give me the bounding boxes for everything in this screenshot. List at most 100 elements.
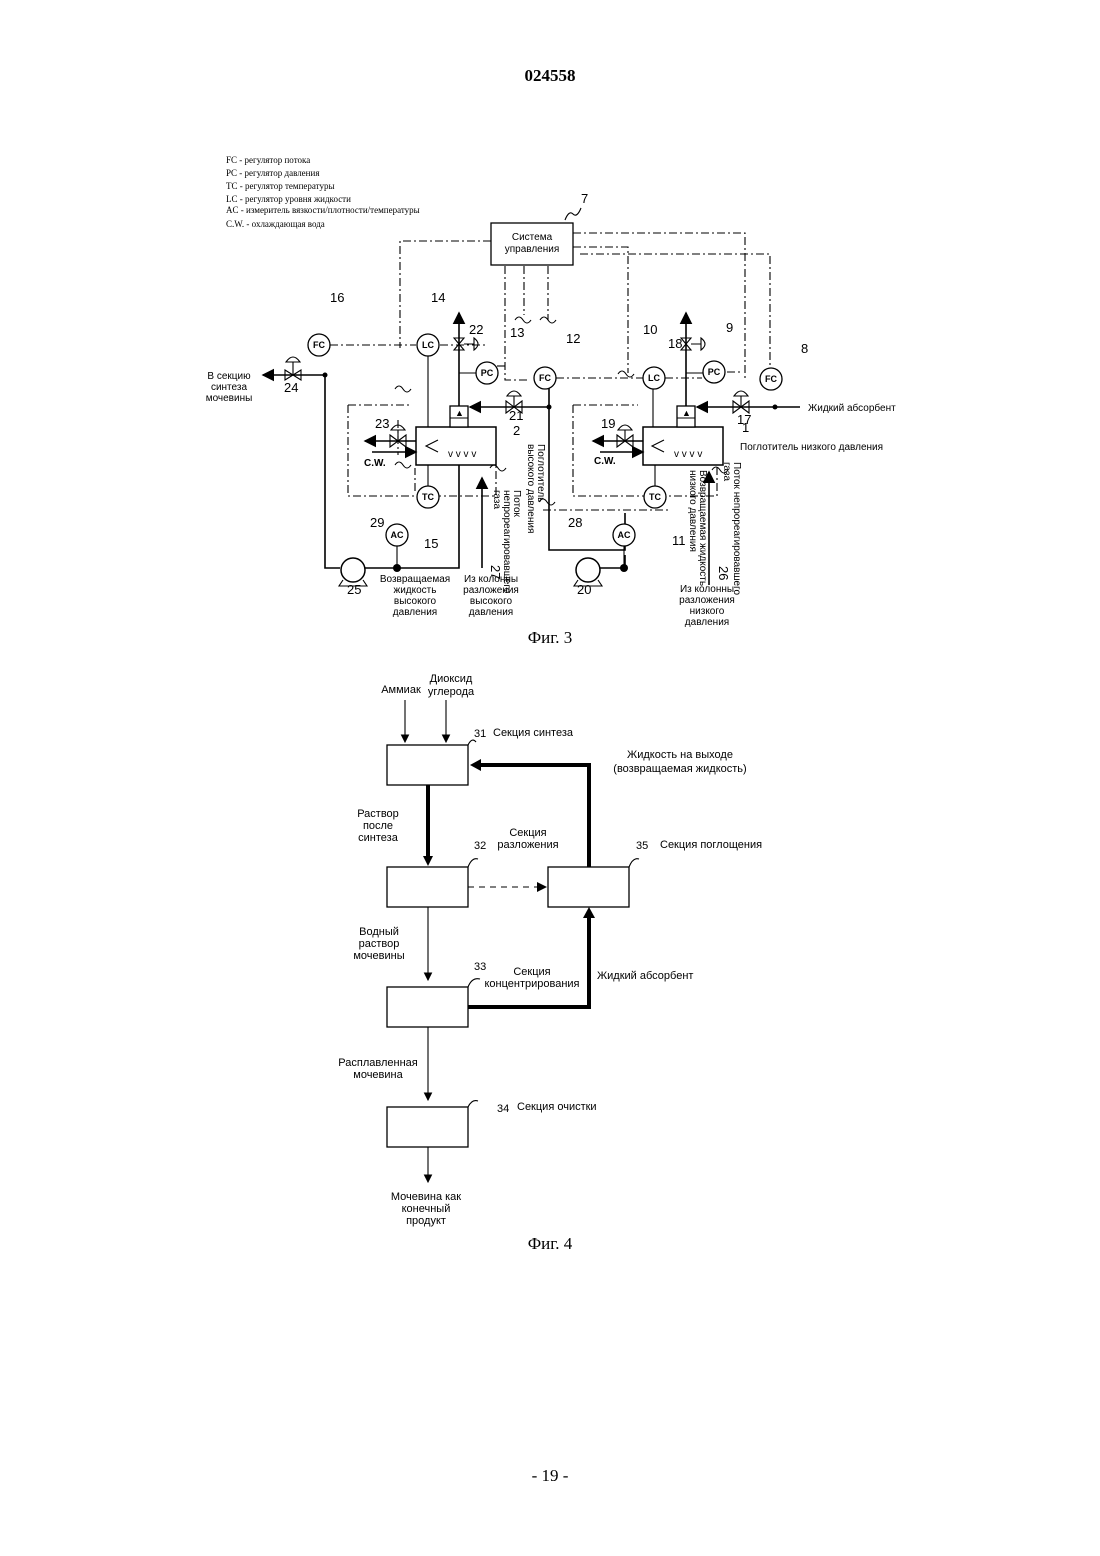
legend-item: LC - регулятор уровня жидкости (226, 194, 351, 204)
unreacted-gas-26-vertical-1: Поток непрореагировавшего (731, 462, 742, 595)
section-34-number: 34 (497, 1103, 509, 1115)
figure-3-diagram: FC - регулятор потока PC - регулятор дав… (0, 0, 1100, 640)
leader-32 (468, 859, 478, 867)
control-system-box: Система управления 7 (491, 191, 588, 265)
label-29: 29 (370, 515, 384, 530)
label-19: 19 (601, 416, 615, 431)
tc15-label: TC (422, 492, 434, 502)
label-28: 28 (568, 515, 582, 530)
input-co2-line1: Диоксид (430, 673, 473, 685)
legend-item: TC - регулятор температуры (226, 181, 335, 191)
label-21: 21 (509, 408, 523, 423)
section-35-number: 35 (636, 840, 648, 852)
from-lp-column-label-4: давления (685, 617, 729, 628)
fc12-label: FC (539, 373, 551, 383)
input-co2-line2: углерода (428, 686, 475, 698)
label-9: 9 (726, 320, 733, 335)
synthesis-box (387, 745, 468, 785)
post-synthesis-label-1: Раствор (357, 808, 399, 820)
legend: FC - регулятор потока PC - регулятор дав… (226, 155, 420, 229)
section-33-label-2: концентрирования (484, 978, 579, 990)
label-24: 24 (284, 380, 298, 395)
svg-text:▲: ▲ (455, 408, 464, 418)
lp-absorber: v v v v ▲ 1 Поглотитель низкого давления (643, 406, 883, 465)
pc13-label: PC (481, 368, 494, 378)
to-synthesis-label-3: мочевины (206, 393, 253, 404)
from-hp-column-label-4: давления (469, 607, 513, 618)
label-7: 7 (581, 191, 588, 206)
aqueous-urea-label-2: раствор (359, 938, 400, 950)
molten-urea-label-2: мочевина (353, 1069, 403, 1081)
section-35-label: Секция поглощения (660, 839, 762, 851)
section-32-label-2: разложения (497, 839, 558, 851)
unreacted-gas-26-vertical-2: газа (721, 462, 732, 481)
label-13: 13 (510, 325, 524, 340)
figure-3-caption: Фиг. 3 (0, 628, 1100, 648)
lp-return-vertical-2: низкого давления (687, 470, 698, 552)
section-32-number: 32 (474, 840, 486, 852)
hp-return-label-3: высокого (394, 596, 437, 607)
figure-4-diagram: Аммиак Диоксид углерода 31 Секция синтез… (0, 660, 1100, 1240)
flow-return-liquid (480, 765, 589, 867)
label-15: 15 (424, 536, 438, 551)
hp-absorber: v v v v ▲ 2 (416, 406, 520, 465)
leader-31 (468, 740, 476, 745)
svg-text:▲: ▲ (682, 408, 691, 418)
from-hp-column-label-3: высокого (470, 596, 513, 607)
leader-34 (468, 1101, 478, 1107)
cw-left-label: C.W. (364, 458, 386, 469)
section-33-label-1: Секция (513, 966, 550, 978)
legend-item: FC - регулятор потока (226, 155, 310, 165)
hp-absorber-vertical-2: высокого давления (525, 444, 536, 533)
label-18: 18 (668, 336, 682, 351)
aqueous-urea-label-3: мочевины (353, 950, 404, 962)
svg-text:v v v v: v v v v (674, 449, 702, 460)
label-16: 16 (330, 290, 344, 305)
label-8: 8 (801, 341, 808, 356)
outlet-liquid-label-2: (возвращаемая жидкость) (613, 763, 746, 775)
legend-item: PC - регулятор давления (226, 168, 319, 178)
hp-return-label-2: жидкость (394, 585, 437, 596)
liquid-absorbent-label: Жидкий абсорбент (808, 402, 896, 414)
ac29-label: AC (391, 530, 404, 540)
label-14: 14 (431, 290, 445, 305)
label-23: 23 (375, 416, 389, 431)
input-ammonia: Аммиак (381, 684, 421, 696)
section-31-number: 31 (474, 728, 486, 740)
section-31-label: Секция синтеза (493, 727, 574, 739)
fc8-label: FC (765, 374, 777, 384)
product-label-2: конечный (402, 1203, 451, 1215)
purification-box (387, 1107, 468, 1147)
page-number: - 19 - (0, 1466, 1100, 1486)
svg-text:управления: управления (505, 244, 560, 255)
svg-text:Система: Система (512, 232, 553, 243)
label-10: 10 (643, 322, 657, 337)
label-2: 2 (513, 423, 520, 438)
label-26: 26 (716, 566, 731, 580)
pc9-label: PC (708, 367, 721, 377)
tc11-label: TC (649, 492, 661, 502)
molten-urea-label-1: Расплавленная (338, 1057, 417, 1069)
stream-labels: В секцию синтеза мочевины Жидкий абсорбе… (206, 371, 896, 628)
post-synthesis-label-3: синтеза (358, 832, 399, 844)
fc16-label: FC (313, 340, 325, 350)
product-label-3: продукт (406, 1215, 446, 1227)
section-34-label: Секция очистки (517, 1101, 597, 1113)
lc10-label: LC (648, 373, 660, 383)
ac28-label: AC (618, 530, 631, 540)
legend-item: C.W. - охлаждающая вода (226, 219, 325, 229)
from-lp-column-label-3: низкого (690, 606, 725, 617)
absorption-box (548, 867, 629, 907)
low-pressure-absorber-label: Поглотитель низкого давления (740, 442, 883, 453)
absorbent-label: Жидкий абсорбент (597, 970, 693, 982)
hp-return-label-4: давления (393, 607, 437, 618)
label-17: 17 (737, 412, 751, 427)
label-25: 25 (347, 582, 361, 597)
from-lp-column-label-2: разложения (679, 595, 735, 606)
section-32-label-1: Секция (509, 827, 546, 839)
hp-return-label-1: Возвращаемая (380, 574, 450, 585)
lc14-label: LC (422, 340, 434, 350)
label-22: 22 (469, 322, 483, 337)
label-20: 20 (577, 582, 591, 597)
legend-item: AC - измеритель вязкости/плотности/темпе… (226, 205, 420, 215)
